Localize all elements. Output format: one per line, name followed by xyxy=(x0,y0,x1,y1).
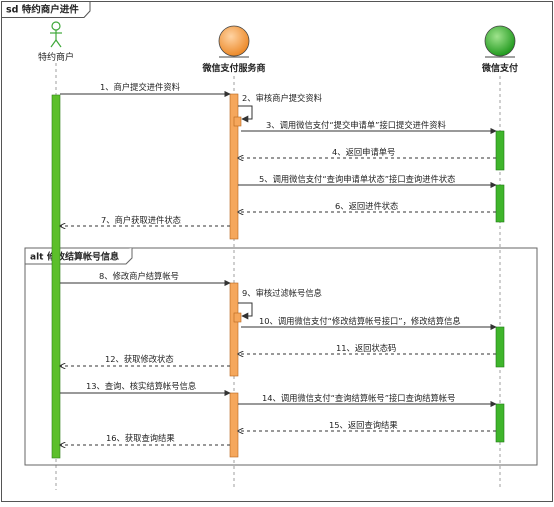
message-9: 9、审核过滤帐号信息 xyxy=(238,288,322,320)
message-6: 6、返回进件状态 xyxy=(238,201,496,212)
message-7: 7、商户获取进件状态 xyxy=(60,215,230,226)
actor-head-icon xyxy=(51,21,61,31)
message-label: 7、商户获取进件状态 xyxy=(101,215,181,225)
message-label: 3、调用微信支付“提交申请单”接口提交进件资料 xyxy=(266,120,447,130)
self-message-arrow xyxy=(238,105,253,123)
message-2: 2、审核商户提交资料 xyxy=(238,93,323,123)
message-label: 1、商户提交进件资料 xyxy=(100,82,181,92)
message-14: 14、调用微信支付“查询结算帐号”接口查询结算帐号 xyxy=(238,393,497,408)
alt-keyword: alt xyxy=(30,253,44,263)
alt-guard: 修改结算帐号信息 xyxy=(46,251,119,263)
message-13: 13、查询、核实结算帐号信息 xyxy=(60,381,231,397)
message-label: 14、调用微信支付“查询结算帐号”接口查询结算帐号 xyxy=(262,393,455,403)
message-10: 10、调用微信支付“修改结算帐号接口”，修改结算信息 xyxy=(241,316,497,331)
message-8: 8、修改商户结算帐号 xyxy=(60,271,231,287)
alt-fragment: alt 修改结算帐号信息 xyxy=(24,247,538,466)
participant-wechat: 微信支付 xyxy=(481,25,518,74)
message-label: 16、获取查询结果 xyxy=(106,433,175,443)
activation-provider-3 xyxy=(229,392,239,458)
message-label: 13、查询、核实结算帐号信息 xyxy=(86,381,196,391)
participant-label-provider: 微信支付服务商 xyxy=(201,62,265,74)
message-15: 15、返回查询结果 xyxy=(238,420,496,431)
activation-provider-self-2 xyxy=(233,312,242,323)
alt-fragment-border xyxy=(24,247,538,466)
messages-layer: 1、商户提交进件资料 2、审核商户提交资料 3、调用微信支付“提交申请单”接口提交进… xyxy=(60,82,497,445)
self-message-arrow xyxy=(238,302,253,320)
participant-label-wechat: 微信支付 xyxy=(481,62,518,74)
activation-provider-2 xyxy=(229,282,239,377)
actor-leg-right xyxy=(55,39,62,48)
activation-wechat-1 xyxy=(495,130,505,171)
message-label: 9、审核过滤帐号信息 xyxy=(242,288,322,298)
message-label: 8、修改商户结算帐号 xyxy=(99,271,179,281)
activation-wechat-3 xyxy=(495,326,505,368)
message-label: 2、审核商户提交资料 xyxy=(242,93,323,103)
message-5: 5、调用微信支付“查询申请单状态”接口查询进件状态 xyxy=(238,174,497,189)
message-4: 4、返回申请单号 xyxy=(238,147,496,158)
message-label: 5、调用微信支付“查询申请单状态”接口查询进件状态 xyxy=(259,174,455,184)
entity-green-icon xyxy=(484,25,516,57)
actor-leg-left xyxy=(50,39,57,48)
message-12: 12、获取修改状态 xyxy=(60,354,230,366)
participant-label-merchant: 特约商户 xyxy=(38,51,74,63)
frame-tab xyxy=(1,1,91,18)
participant-merchant: 特约商户 xyxy=(38,21,74,63)
message-11: 11、返回状态码 xyxy=(238,343,496,354)
message-16: 16、获取查询结果 xyxy=(60,433,230,445)
participant-provider: 微信支付服务商 xyxy=(201,25,266,74)
message-3: 3、调用微信支付“提交申请单”接口提交进件资料 xyxy=(241,120,497,135)
frame-title: sd 特约商户进件 xyxy=(6,4,79,16)
message-label: 11、返回状态码 xyxy=(336,343,396,353)
activation-wechat-2 xyxy=(495,184,505,223)
activation-provider-1 xyxy=(229,93,239,240)
message-label: 10、调用微信支付“修改结算帐号接口”，修改结算信息 xyxy=(259,316,461,326)
message-label: 12、获取修改状态 xyxy=(105,354,174,364)
activation-provider-self-1 xyxy=(233,116,242,127)
message-1: 1、商户提交进件资料 xyxy=(60,82,231,98)
activation-merchant xyxy=(51,94,61,459)
message-label: 6、返回进件状态 xyxy=(335,201,398,211)
message-label: 15、返回查询结果 xyxy=(329,420,398,430)
entity-orange-icon xyxy=(218,25,250,57)
message-label: 4、返回申请单号 xyxy=(332,147,395,157)
activation-wechat-4 xyxy=(495,403,505,443)
